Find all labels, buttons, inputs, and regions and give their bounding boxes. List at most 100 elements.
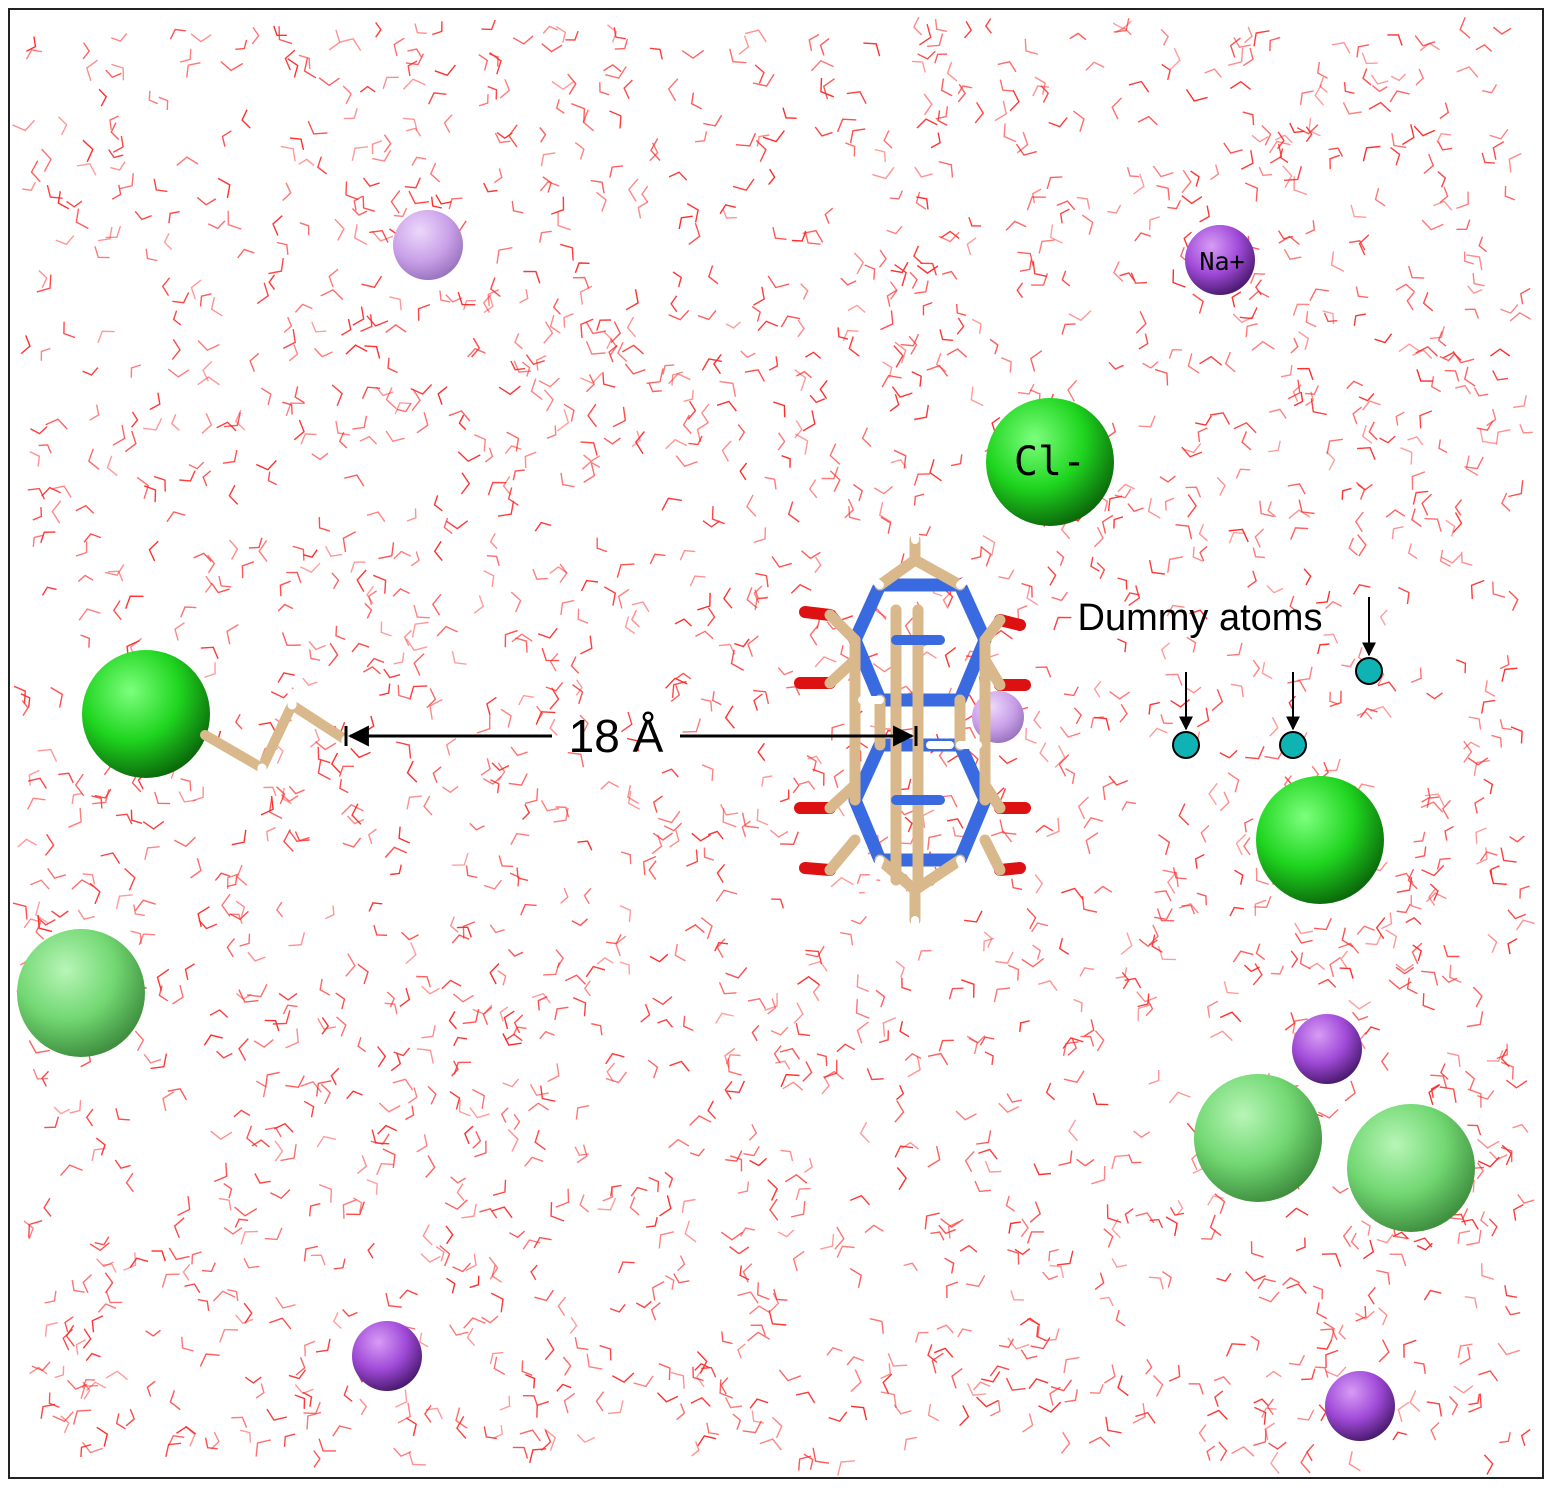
water-molecule: [1362, 145, 1381, 162]
water-molecule: [1187, 353, 1200, 374]
water-molecule: [1377, 681, 1397, 692]
water-molecule: [1007, 964, 1020, 981]
water-molecule: [829, 443, 841, 465]
water-molecule: [72, 1409, 92, 1425]
water-molecule: [513, 360, 532, 373]
water-molecule: [1429, 883, 1439, 901]
water-molecule: [959, 1405, 970, 1427]
water-molecule: [649, 953, 669, 963]
water-molecule: [1465, 455, 1479, 476]
water-molecule: [201, 413, 213, 434]
water-molecule: [701, 1366, 717, 1378]
water-molecule: [387, 357, 398, 374]
water-molecule: [916, 196, 929, 210]
water-molecule: [408, 1087, 418, 1104]
water-molecule: [930, 1231, 945, 1241]
water-molecule: [741, 820, 751, 838]
water-molecule: [1250, 1335, 1260, 1351]
water-molecule: [1457, 1230, 1471, 1244]
water-molecule: [1247, 570, 1257, 588]
water-molecule: [648, 1176, 660, 1193]
water-molecule: [1003, 123, 1017, 143]
water-molecule: [1254, 1406, 1267, 1425]
water-molecule: [149, 392, 161, 411]
water-molecule: [172, 984, 184, 1005]
water-molecule: [1317, 1108, 1339, 1119]
water-molecule: [669, 829, 680, 848]
water-molecule: [1209, 164, 1220, 181]
water-molecule: [173, 836, 196, 848]
water-molecule: [153, 178, 168, 193]
water-molecule: [657, 1018, 674, 1028]
water-molecule: [445, 294, 463, 303]
water-molecule: [241, 109, 251, 129]
water-molecule: [580, 318, 594, 338]
water-molecule: [1091, 1165, 1106, 1185]
water-molecule: [1156, 184, 1170, 201]
water-molecule: [344, 474, 365, 487]
water-molecule: [1489, 1151, 1508, 1161]
water-molecule: [1430, 1421, 1440, 1441]
water-molecule: [790, 1201, 806, 1218]
water-molecule: [234, 1206, 258, 1217]
water-molecule: [794, 368, 807, 392]
water-molecule: [483, 879, 502, 890]
water-molecule: [1009, 89, 1020, 112]
water-molecule: [1188, 1383, 1204, 1395]
water-molecule: [27, 797, 46, 810]
water-molecule: [424, 1404, 432, 1423]
water-molecule: [359, 85, 376, 93]
water-molecule: [104, 564, 125, 576]
water-molecule: [1166, 604, 1185, 617]
water-molecule: [861, 427, 872, 448]
water-molecule: [1370, 74, 1389, 85]
water-molecule: [579, 635, 593, 655]
water-molecule: [419, 1332, 429, 1348]
water-molecule: [623, 79, 633, 100]
water-molecule: [1080, 1035, 1095, 1047]
water-molecule: [339, 37, 362, 51]
water-molecule: [1398, 586, 1410, 605]
water-molecule: [80, 1444, 92, 1458]
water-molecule: [1507, 938, 1518, 955]
water-molecule: [1515, 919, 1535, 931]
water-molecule: [552, 298, 562, 315]
water-molecule: [540, 1430, 552, 1452]
water-molecule: [328, 268, 339, 288]
water-molecule: [1411, 471, 1426, 490]
water-molecule: [1101, 514, 1114, 534]
water-molecule: [1350, 1232, 1360, 1250]
water-molecule: [38, 444, 52, 454]
water-molecule: [235, 992, 252, 1001]
water-molecule: [1395, 411, 1405, 426]
water-molecule: [798, 1455, 812, 1471]
water-molecule: [1183, 231, 1192, 248]
water-molecule: [791, 231, 807, 242]
water-molecule: [402, 78, 426, 90]
water-molecule: [346, 1201, 365, 1216]
water-molecule: [755, 139, 767, 162]
water-molecule: [247, 951, 266, 962]
water-molecule: [134, 210, 152, 221]
water-molecule: [1379, 609, 1388, 626]
water-molecule: [970, 386, 984, 407]
water-molecule: [481, 19, 496, 31]
water-molecule: [202, 361, 213, 382]
water-molecule: [457, 291, 476, 306]
water-molecule: [1268, 440, 1281, 453]
water-molecule: [153, 475, 166, 492]
water-molecule: [207, 554, 216, 574]
water-molecule: [894, 264, 907, 287]
water-molecule: [274, 1140, 284, 1162]
water-molecule: [367, 1242, 375, 1259]
water-molecule: [908, 335, 918, 355]
water-molecule: [583, 887, 592, 905]
water-molecule: [1437, 330, 1447, 347]
water-molecule: [272, 215, 283, 236]
water-molecule: [984, 18, 992, 34]
water-molecule: [917, 50, 936, 60]
water-molecule: [764, 476, 777, 490]
water-molecule: [1481, 699, 1496, 714]
water-molecule: [1480, 1211, 1489, 1227]
water-molecule: [285, 1075, 305, 1089]
